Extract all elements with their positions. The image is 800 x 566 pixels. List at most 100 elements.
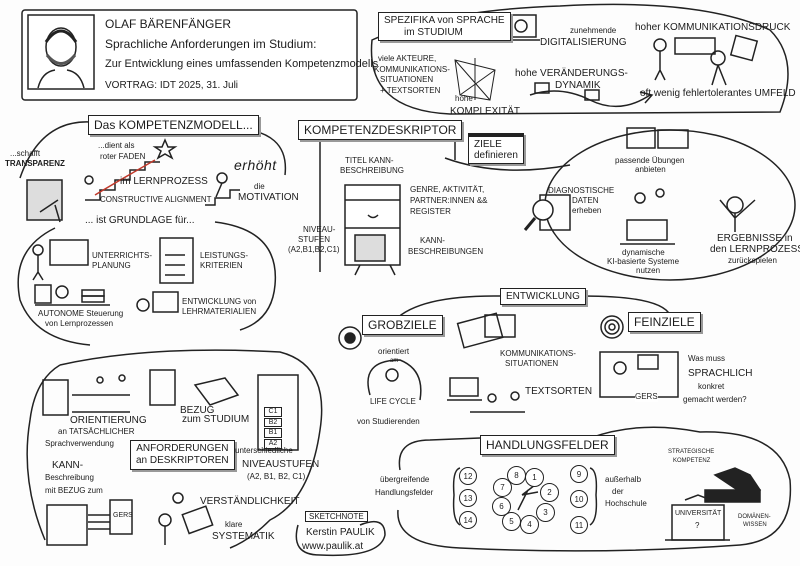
field-12: 12 xyxy=(459,467,477,485)
gers-small-label: GERS xyxy=(113,512,133,519)
ausserhalb-2: der xyxy=(612,487,624,496)
domaene-1: DOMÄNEN- xyxy=(738,514,771,520)
kann-2: BESCHREIBUNGEN xyxy=(408,247,484,256)
field-2: 2 xyxy=(540,483,559,502)
ziele-flag-1: ZIELE xyxy=(474,139,502,150)
network-icon xyxy=(454,58,496,101)
ziele-flag-2: definieren xyxy=(474,150,518,161)
druck-label: hoher KOMMUNIKATIONSDRUCK xyxy=(635,22,791,33)
niveau-2: STUFEN xyxy=(298,235,330,244)
strategisch-1: STRATEGISCHE xyxy=(668,449,715,455)
university-building-icon xyxy=(665,494,730,541)
gers-label: GERS xyxy=(635,392,658,402)
universitaet-question: ? xyxy=(695,521,700,530)
komm-1: KOMMUNIKATIONS- xyxy=(500,349,576,358)
umfeld-label: oft wenig fehlertolerantes UMFELD xyxy=(640,88,796,99)
field-7: 7 xyxy=(493,478,512,497)
anforderungen-blob xyxy=(26,349,323,549)
target-coarse-icon xyxy=(338,326,362,350)
level-a2: A2 xyxy=(264,439,282,449)
speaker-name: OLAF BÄRENFÄNGER xyxy=(105,17,232,31)
bezug-2: zum STUDIUM xyxy=(182,414,250,425)
spezifika-title: SPEZIFIKA von SPRACHE im STUDIUM xyxy=(378,12,511,41)
deskriptor-lines xyxy=(319,142,456,272)
akteure-3: SITUATIONEN xyxy=(380,75,434,84)
verstaendlichkeit-label: VERSTÄNDLICHKEIT xyxy=(200,496,300,507)
kann-desc-1: KANN- xyxy=(52,460,84,471)
transparenz-1: ...schafft xyxy=(10,149,41,158)
uebungen-1: passende Übungen xyxy=(615,156,685,165)
ki-2: KI-basierte Systeme xyxy=(607,257,680,266)
unterricht-2: PLANUNG xyxy=(92,261,131,270)
diag-2: DATEN xyxy=(572,196,599,205)
ausserhalb-1: außerhalb xyxy=(605,475,642,484)
diag-1: DIAGNOSTISCHE xyxy=(548,186,615,195)
diag-3: erheben xyxy=(572,206,602,215)
gers-frame-icon xyxy=(599,351,679,398)
field-11: 11 xyxy=(570,516,588,534)
leistung-1: LEISTUNGS- xyxy=(200,251,249,260)
uebergreifend-2: Handlungsfelder xyxy=(375,488,434,497)
handlungsfelder-title: HANDLUNGSFELDER xyxy=(480,435,615,455)
cheering-person-icon xyxy=(719,196,756,232)
talk-title: Sprachliche Anforderungen im Studium: xyxy=(105,37,317,51)
frage-4: gemacht werden? xyxy=(683,395,747,404)
niv-2: NIVEAUSTUFEN xyxy=(242,459,320,470)
sketchnote-tag: SKETCHNOTE xyxy=(305,511,368,522)
entwicklung-title: ENTWICKLUNG xyxy=(500,288,586,305)
field-1: 1 xyxy=(525,468,544,487)
criteria-sheet-icon xyxy=(159,237,194,284)
climbing-person-icon xyxy=(205,172,240,206)
modell-arc-left xyxy=(19,121,91,179)
descriptor-character-icon xyxy=(344,184,401,276)
autonom-2: von Lernprozessen xyxy=(45,319,114,328)
field-9: 9 xyxy=(570,465,588,483)
akteure-2: KOMMUNIKATIONS- xyxy=(374,65,450,74)
genre-1: GENRE, AKTIVITÄT, xyxy=(410,185,485,194)
level-stack: C1 B2 B1 A2 xyxy=(264,407,282,449)
frage-3: konkret xyxy=(698,382,725,391)
talk-subtitle: Zur Entwicklung eines umfassenden Kompet… xyxy=(105,58,379,70)
descriptor-gers-icon xyxy=(46,499,133,546)
kann-desc-3: mit BEZUG zum xyxy=(45,486,103,495)
field-14: 14 xyxy=(459,511,477,529)
akteure-1: viele AKTEURE, xyxy=(378,54,437,63)
credit-url[interactable]: www.paulik.at xyxy=(302,541,364,552)
field-10: 10 xyxy=(570,490,588,508)
wave-arrow-icon xyxy=(529,82,654,108)
unterricht-1: UNTERRICHTS- xyxy=(92,251,152,260)
level-b1: B1 xyxy=(264,428,282,439)
kompetenzmodell-title: Das KOMPETENZMODELL... xyxy=(88,115,259,135)
transparenz-2: TRANSPARENZ xyxy=(5,159,65,168)
descriptor-graduation-icon xyxy=(149,369,240,406)
chess-knight-icon xyxy=(704,467,762,503)
komm-2: SITUATIONEN xyxy=(505,359,559,368)
orient-2: an TATSÄCHLICHER xyxy=(58,427,135,436)
magnifier-document-icon xyxy=(523,194,571,231)
alignment-label: CONSTRUCTIVE ALIGNMENT xyxy=(100,195,212,204)
level-c1: C1 xyxy=(264,407,282,417)
talk-info: VORTRAG: IDT 2025, 31. Juli xyxy=(105,80,239,91)
systematik-1: klare xyxy=(225,520,243,529)
digital-label-1: zunehmende xyxy=(570,26,617,35)
am-label: am xyxy=(390,358,399,364)
ausserhalb-3: Hochschule xyxy=(605,499,647,508)
digital-label-2: DIGITALISIERUNG xyxy=(540,37,627,48)
niveau-1: NIVEAU- xyxy=(303,225,336,234)
handlungsfelder-cloud xyxy=(397,426,792,552)
field-5: 5 xyxy=(502,512,521,531)
lehrmat-2: LEHRMATERIALIEN xyxy=(182,307,257,316)
systematik-2: SYSTEMATIK xyxy=(212,531,275,542)
lifecycle-label: LIFE CYCLE xyxy=(370,397,416,406)
domaene-2: WISSEN xyxy=(743,522,767,528)
field-6: 6 xyxy=(492,497,511,516)
genre-2: PARTNER:INNEN && xyxy=(410,196,488,205)
field-13: 13 xyxy=(459,489,477,507)
ki-3: nutzen xyxy=(636,266,661,275)
lernprozess-label: im LERNPROZESS xyxy=(120,176,208,187)
number-braces xyxy=(452,467,598,526)
kann-desc-2: Beschreibung xyxy=(45,473,94,482)
star-icon xyxy=(152,138,178,160)
